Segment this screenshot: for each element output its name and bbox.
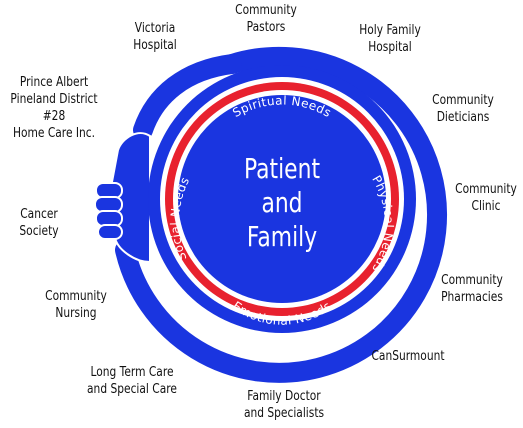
partner-line: Pastors [246, 20, 286, 35]
finger-4 [97, 224, 123, 240]
partner-community-pharmacies: Community Pharmacies [429, 272, 514, 306]
partner-long-term-care: Long Term Care and Special Care [75, 364, 190, 398]
partner-line: Holy Family [359, 23, 421, 38]
inner-disk [178, 95, 386, 303]
partner-line: Nursing [55, 306, 97, 321]
partner-line: Long Term Care [90, 365, 174, 380]
partner-line: Home Care Inc. [12, 126, 96, 141]
center-line-patient: Patient [243, 152, 321, 185]
partner-line: Community [45, 289, 107, 304]
partner-community-pastors: Community Pastors [227, 2, 306, 36]
partner-home-care: Prince Albert Pineland District #28 Home… [10, 74, 99, 142]
partner-victoria-hospital: Victoria Hospital [120, 20, 191, 54]
finger-2 [94, 196, 123, 213]
partner-line: Community [432, 93, 494, 108]
partner-line: Community [455, 182, 517, 197]
partner-holy-family-hospital: Holy Family Hospital [347, 22, 432, 56]
partner-cancer-society: Cancer Society [7, 206, 71, 240]
partner-line: Prince Albert [19, 75, 89, 90]
center-line-family: Family [246, 220, 318, 253]
partner-family-doctor: Family Doctor and Specialists [227, 388, 342, 422]
partner-line: Pineland District [10, 92, 98, 107]
partner-community-clinic: Community Clinic [446, 181, 523, 215]
partner-line: Cancer [20, 207, 58, 222]
hand-icon [94, 132, 151, 264]
center-patient-text: Patient and Family [235, 152, 329, 254]
partner-community-nursing: Community Nursing [35, 288, 117, 322]
partner-line: Family Doctor [247, 389, 321, 404]
partner-line: Society [19, 224, 59, 239]
partner-line: Community [441, 273, 503, 288]
partner-community-dieticians: Community Dieticians [421, 92, 505, 126]
partner-line: CanSurmount [371, 349, 445, 364]
encircling-arm [115, 46, 447, 383]
finger-3 [95, 210, 123, 227]
center-line-and: and [261, 186, 303, 219]
partner-line: #28 [42, 109, 66, 124]
partner-cansurmount: CanSurmount [365, 348, 450, 365]
arm-band [115, 46, 447, 383]
partner-line: Pharmacies [441, 290, 503, 305]
partner-line: and Special Care [87, 382, 177, 397]
partner-line: Victoria [134, 21, 176, 36]
partner-line: Hospital [133, 38, 177, 53]
care-center-disk [148, 65, 416, 333]
partner-line: Clinic [471, 199, 501, 214]
partner-line: Dieticians [436, 110, 490, 125]
partner-line: and Specialists [243, 406, 325, 421]
arm-wrist [133, 54, 242, 140]
partner-line: Community [235, 3, 297, 18]
finger-1 [95, 182, 123, 199]
partner-line: Hospital [368, 40, 412, 55]
